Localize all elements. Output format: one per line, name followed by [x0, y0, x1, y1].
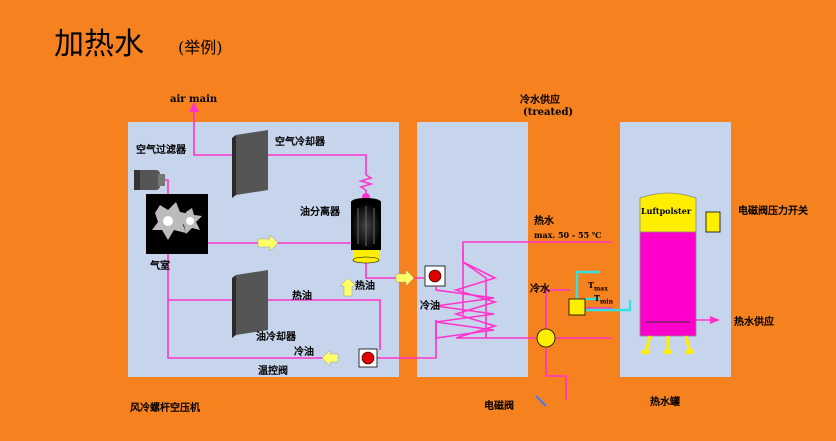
cold-oil-hx-label: 冷油 [420, 301, 440, 312]
air-main-arrow [189, 102, 199, 112]
treated-label: (treated) [523, 107, 574, 118]
air-cooler-icon [232, 130, 268, 198]
cold-water-label: 冷水 [530, 284, 550, 295]
oil-cooler-icon [232, 270, 268, 338]
air-main-label: air main [170, 94, 218, 105]
oil-separator-icon [351, 198, 381, 264]
hot-oil-label-mid: 热油 [292, 291, 312, 302]
solenoid-valve-label: 电磁阀 [484, 401, 514, 412]
air-cooler-label: 空气冷却器 [275, 137, 325, 148]
thermo-valve-label: 温控阀 [258, 366, 288, 377]
air-flow-arrow [257, 234, 279, 252]
cooling-water-pipes [575, 270, 632, 312]
hot-water-tank-label: 热水罐 [650, 397, 680, 408]
air-end-label: 气室 [150, 261, 170, 272]
hot-water-label: 热水 [534, 216, 554, 227]
cold-water-supply-label: 冷水供应 [520, 95, 560, 106]
hx-oil-coil [435, 286, 495, 339]
luftpolster-label: Luftpolster [641, 206, 692, 216]
hot-water-supply-label: 热水供应 [734, 317, 774, 328]
compressor-label: 风冷螺杆空压机 [130, 403, 200, 414]
hot-water-tank-icon [639, 192, 697, 354]
pressure-switch-label: 电磁阀压力开关 [738, 206, 808, 217]
pressure-switch-icon [705, 211, 721, 233]
air-filter-label: 空气过滤器 [136, 145, 186, 156]
oil-cooler-label: 油冷却器 [256, 332, 296, 343]
t-min-label: Tmin [594, 293, 613, 306]
oil-flow-arrow-right [395, 269, 415, 287]
oil-flow-arrow-up [339, 277, 357, 297]
thermo-valve-icon [358, 348, 378, 368]
hx-valve-icon [424, 265, 446, 287]
air-end-icon [146, 194, 208, 254]
hot-water-supply-arrow [710, 316, 720, 324]
mixing-valve-icon [568, 298, 586, 316]
air-pipes [164, 108, 612, 359]
page-title: 加热水 [54, 27, 144, 62]
page-subtitle: (举例) [178, 38, 223, 57]
cold-oil-label: 冷油 [294, 347, 314, 358]
air-filter-icon [134, 170, 165, 190]
hot-oil-label-right: 热油 [355, 281, 375, 292]
hot-water-temp-label: max. 50 - 55 ℃ [534, 230, 602, 240]
t-max-label: Tmax [588, 280, 608, 293]
solenoid-valve-icon [535, 395, 547, 407]
cooler-spring [358, 174, 374, 191]
circulation-pump-icon [536, 328, 556, 348]
hx-water-coil [453, 250, 498, 339]
oil-separator-label: 油分离器 [300, 207, 340, 218]
oil-flow-arrow-hx [321, 349, 339, 367]
